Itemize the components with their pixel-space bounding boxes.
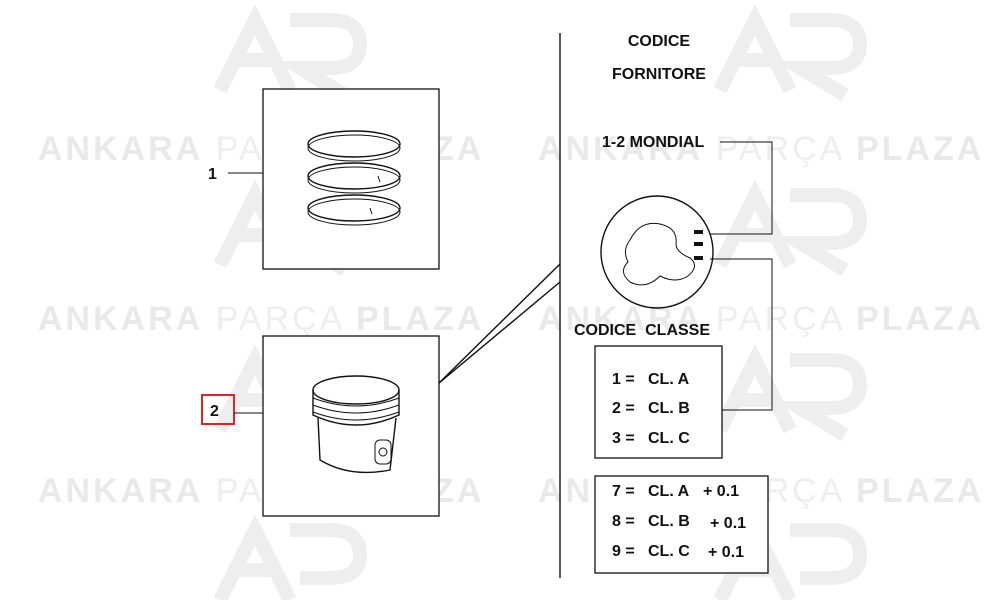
- oversize-row-offset: + 0.1: [703, 483, 739, 500]
- callout-2-highlight: [201, 394, 235, 425]
- supplier-code-heading-line2: FORNITORE: [612, 66, 706, 83]
- piston-rings-icon: [307, 130, 401, 226]
- class-row-class: CL. A: [648, 371, 690, 388]
- oversize-row-class: CL. C: [648, 543, 690, 560]
- oversize-row-class: CL. A: [648, 483, 690, 500]
- class-leader: [710, 258, 773, 411]
- watermark-text: ANKARA PARÇA PLAZA: [538, 130, 984, 168]
- supplier-code-heading-line1: CODICE: [628, 33, 691, 50]
- watermark-text: ANKARA PARÇA PLAZA: [38, 300, 484, 338]
- class-table: 1 = CL. A 2 = CL. B 3 = CL. C: [612, 371, 690, 447]
- supplier-leader: [710, 141, 773, 235]
- oversize-row-code: 7 =: [612, 483, 635, 500]
- class-row-code: 3 =: [612, 430, 635, 447]
- watermark-logo-icon: [274, 13, 368, 102]
- callout-1-number: 1: [208, 166, 217, 183]
- class-row-code: 2 =: [612, 400, 635, 417]
- piston-icon: [312, 375, 400, 474]
- oversize-row-code: 8 =: [612, 513, 635, 530]
- watermark-logo-icon: [213, 514, 297, 600]
- part-rings: 1: [208, 88, 440, 270]
- part-piston-frame: [262, 335, 440, 517]
- watermark-logo-icon: [774, 353, 868, 442]
- oversize-row-class: CL. B: [648, 513, 690, 530]
- watermark-logo-icon: [713, 344, 797, 434]
- class-row-class: CL. B: [648, 400, 690, 417]
- watermark-logo-icon: [713, 4, 797, 94]
- oversize-row-code: 9 =: [612, 543, 635, 560]
- class-code-heading: CODICE CLASSE: [574, 322, 710, 339]
- watermark-logo-icon: [774, 13, 868, 102]
- watermark-logo-icon: [213, 4, 297, 94]
- watermark-logo-icon: [790, 523, 868, 585]
- class-row-class: CL. C: [648, 430, 690, 447]
- oversize-table: 7 = CL. A + 0.1 8 = CL. B + 0.1 9 = CL. …: [612, 483, 746, 561]
- class-row-code: 1 =: [612, 371, 635, 388]
- watermark-logo-row-top: [213, 4, 868, 102]
- callout-2-number: 2: [210, 403, 219, 420]
- part-rings-frame: [262, 88, 440, 270]
- class-table-frame: [594, 345, 723, 459]
- watermark: ANKARA PARÇA PLAZA ANKARA PARÇA PLAZA AN…: [38, 4, 984, 600]
- part-piston: 2: [201, 335, 440, 517]
- zoom-line-upper: [438, 263, 561, 384]
- watermark-text: ANKARA PARÇA PLAZA: [538, 300, 984, 338]
- oversize-table-frame: [594, 475, 769, 574]
- oversize-row-offset: + 0.1: [708, 544, 744, 561]
- watermark-logo-icon: [290, 523, 368, 585]
- watermark-logo-icon: [713, 179, 797, 269]
- watermark-logo-icon: [774, 188, 868, 277]
- piston-crown-icon: [600, 195, 714, 309]
- zoom-line-lower: [438, 281, 561, 384]
- oversize-row-offset: + 0.1: [710, 515, 746, 532]
- supplier-label: 1-2 MONDIAL: [602, 134, 704, 151]
